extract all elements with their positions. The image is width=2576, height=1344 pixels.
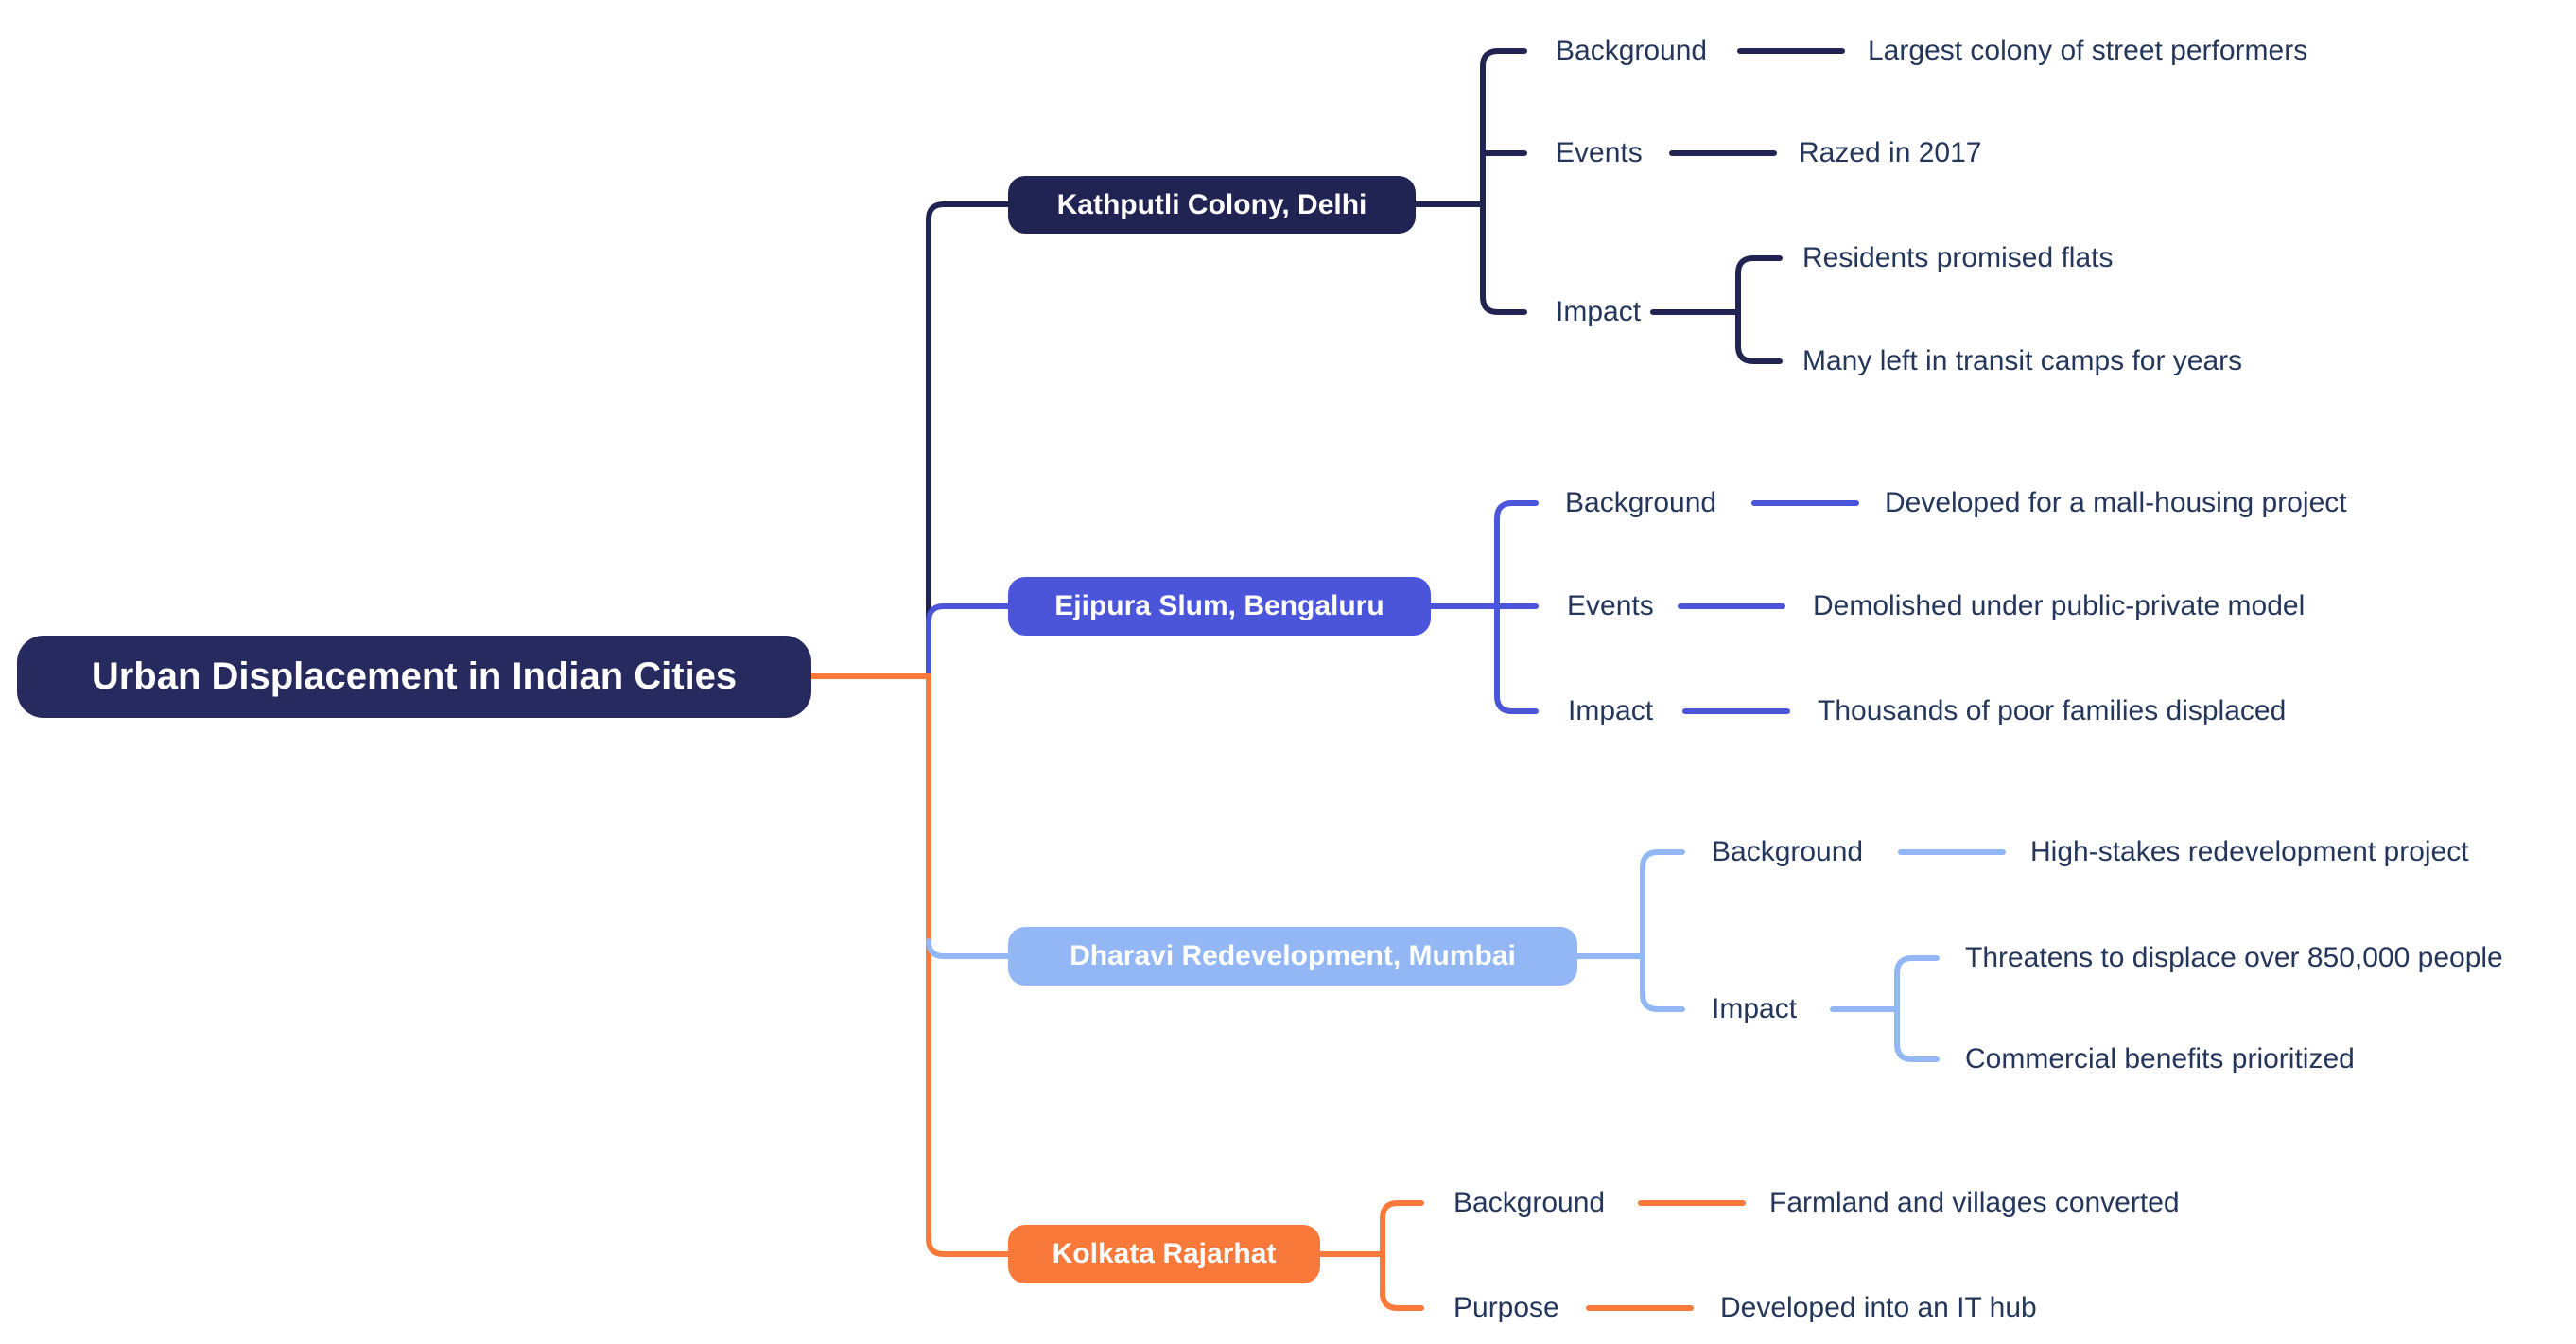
child-value-ejipura-background[interactable]: Developed for a mall-housing project [1885, 487, 2347, 518]
kathputli-bracket-top [1480, 48, 1527, 207]
root-to-trunk-and-kolkata [809, 673, 1011, 1257]
child-value-dharavi-impact-1[interactable]: Threatens to displace over 850,000 peopl… [1965, 942, 2503, 973]
kathputli-impact-bracket-bottom [1735, 309, 1783, 364]
ejipura-bracket-top [1494, 500, 1539, 609]
branch-node-dharavi[interactable]: Dharavi Redevelopment, Mumbai [1008, 927, 1577, 986]
child-value-dharavi-background[interactable]: High-stakes redevelopment project [2030, 836, 2469, 867]
child-label-kolkata-purpose[interactable]: Purpose [1453, 1292, 1559, 1323]
child-label-kathputli-events[interactable]: Events [1556, 137, 1643, 168]
branch-node-label: Kathputli Colony, Delhi [1056, 188, 1367, 220]
child-label-dharavi-background[interactable]: Background [1712, 836, 1864, 867]
child-value-ejipura-impact[interactable]: Thousands of poor families displaced [1818, 695, 2287, 726]
dharavi-bracket-bottom [1640, 953, 1685, 1012]
child-value-dharavi-impact-2[interactable]: Commercial benefits prioritized [1965, 1043, 2355, 1074]
kolkata-bracket-bottom [1380, 1251, 1424, 1311]
branch-connectors-kolkata [809, 673, 1746, 1311]
dharavi-impact-bracket-bottom [1894, 1006, 1940, 1062]
child-value-kathputli-events[interactable]: Razed in 2017 [1799, 137, 1982, 168]
child-label-kathputli-impact[interactable]: Impact [1556, 296, 1642, 327]
branch-node-label: Kolkata Rajarhat [1052, 1238, 1277, 1269]
ejipura-bracket-bottom [1494, 603, 1539, 714]
child-label-ejipura-events[interactable]: Events [1567, 590, 1654, 621]
dharavi-bracket-top [1640, 849, 1685, 959]
dharavi-impact-bracket-top [1894, 955, 1940, 1012]
kolkata-bracket-top [1380, 1200, 1424, 1257]
child-label-ejipura-background[interactable]: Background [1565, 487, 1717, 518]
child-label-ejipura-impact[interactable]: Impact [1568, 695, 1654, 726]
branch-node-ejipura[interactable]: Ejipura Slum, Bengaluru [1008, 577, 1431, 636]
trunk-to-kathputli [926, 201, 1011, 679]
child-value-kolkata-purpose[interactable]: Developed into an IT hub [1720, 1292, 2037, 1323]
kathputli-impact-bracket-top [1735, 255, 1783, 315]
child-value-kathputli-background[interactable]: Largest colony of street performers [1868, 35, 2308, 66]
branch-connectors-kathputli [926, 48, 1845, 679]
child-label-kathputli-background[interactable]: Background [1556, 35, 1708, 66]
branch-connectors-dharavi [926, 849, 2006, 1062]
root-node[interactable]: Urban Displacement in Indian Cities [17, 636, 811, 718]
trunk-to-dharavi [926, 938, 1011, 959]
child-label-dharavi-impact[interactable]: Impact [1712, 993, 1798, 1024]
child-value-kolkata-background[interactable]: Farmland and villages converted [1769, 1187, 2180, 1218]
branch-node-kathputli[interactable]: Kathputli Colony, Delhi [1008, 176, 1416, 234]
branch-connectors-ejipura [926, 500, 1859, 714]
branch-node-label: Dharavi Redevelopment, Mumbai [1070, 940, 1516, 971]
child-value-ejipura-events[interactable]: Demolished under public-private model [1813, 590, 2306, 621]
child-value-kathputli-impact-2[interactable]: Many left in transit camps for years [1802, 345, 2243, 376]
trunk-to-ejipura [926, 603, 1011, 679]
root-node-label: Urban Displacement in Indian Cities [91, 655, 738, 697]
child-value-kathputli-impact-1[interactable]: Residents promised flats [1802, 242, 2114, 273]
child-label-kolkata-background[interactable]: Background [1453, 1187, 1606, 1218]
branch-node-kolkata[interactable]: Kolkata Rajarhat [1008, 1225, 1320, 1283]
kathputli-bracket-bottom [1480, 201, 1527, 315]
branch-node-label: Ejipura Slum, Bengaluru [1054, 590, 1384, 621]
